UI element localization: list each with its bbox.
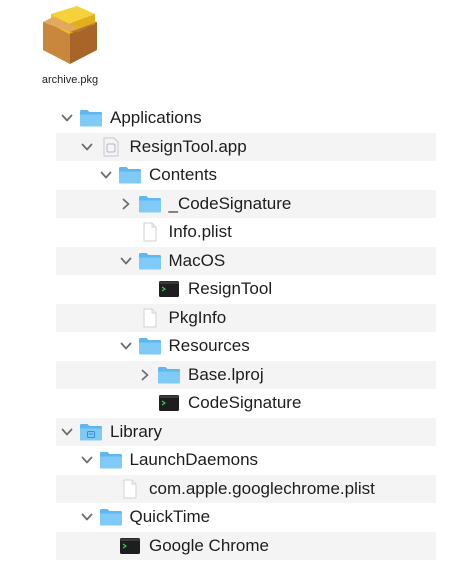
tree-item-label: com.apple.googlechrome.plist <box>149 478 375 498</box>
folder-icon <box>138 251 162 271</box>
tree-row[interactable]: Base.lproj <box>56 360 436 389</box>
tree-row[interactable]: CodeSignature <box>56 389 436 418</box>
tree-row[interactable]: QuickTime <box>56 503 436 532</box>
tree-item-label: CodeSignature <box>188 393 302 412</box>
tree-row[interactable]: ResignTool.app <box>56 132 436 161</box>
chevron-down-icon[interactable] <box>60 111 74 125</box>
tree-row[interactable]: Google Chrome <box>56 531 436 560</box>
folder-icon <box>157 365 181 385</box>
folder-icon <box>138 194 162 214</box>
chevron-down-icon[interactable] <box>99 168 113 182</box>
chevron-down-icon[interactable] <box>119 254 133 268</box>
tree-item-label: Applications <box>110 108 202 127</box>
folder-icon <box>118 165 142 185</box>
chevron-right-icon[interactable] <box>119 197 133 211</box>
tree-item-label: ResignTool.app <box>129 136 247 156</box>
tree-row[interactable]: com.apple.googlechrome.plist <box>56 474 436 503</box>
tree-item-label: MacOS <box>168 250 226 270</box>
chevron-down-icon[interactable] <box>80 453 94 467</box>
chevron-right-icon[interactable] <box>138 368 152 382</box>
tree-item-label: Info.plist <box>168 222 232 241</box>
tree-row[interactable]: Applications <box>56 104 436 133</box>
package-name: archive.pkg <box>41 74 99 86</box>
tree-item-label: Base.lproj <box>188 364 264 384</box>
tree-row[interactable]: Contents <box>56 161 436 190</box>
tree-item-label: ResignTool <box>188 279 273 298</box>
document-icon <box>138 222 162 242</box>
chevron-down-icon[interactable] <box>80 510 94 524</box>
tree-row[interactable]: Resources <box>56 332 436 361</box>
tree-item-label: Contents <box>149 165 218 184</box>
package-file[interactable]: archive.pkg <box>28 6 112 86</box>
tree-row[interactable]: Library <box>56 417 436 446</box>
tree-item-label: _CodeSignature <box>168 193 292 213</box>
document-icon <box>118 479 142 499</box>
chevron-down-icon[interactable] <box>119 339 133 353</box>
folder-icon <box>99 450 123 470</box>
tree-item-label: QuickTime <box>129 507 211 526</box>
chevron-down-icon[interactable] <box>60 425 74 439</box>
terminal-exec-icon <box>157 393 181 413</box>
tree-row[interactable]: _CodeSignature <box>56 189 436 218</box>
app-bundle-icon <box>99 137 123 157</box>
chevron-down-icon[interactable] <box>80 140 94 154</box>
tree-row[interactable]: MacOS <box>56 246 436 275</box>
document-icon <box>138 308 162 328</box>
library-folder-icon <box>79 422 103 442</box>
tree-item-label: Google Chrome <box>149 535 270 555</box>
folder-icon <box>79 108 103 128</box>
tree-row[interactable]: Info.plist <box>56 218 436 247</box>
package-box-icon <box>43 6 97 64</box>
tree-row[interactable]: PkgInfo <box>56 303 436 332</box>
tree-row[interactable]: ResignTool <box>56 275 436 304</box>
tree-item-label: Library <box>110 421 162 441</box>
tree-item-label: PkgInfo <box>168 307 227 327</box>
terminal-exec-icon <box>157 279 181 299</box>
tree-row[interactable]: LaunchDaemons <box>56 446 436 475</box>
tree-item-label: Resources <box>168 336 250 355</box>
folder-icon <box>138 336 162 356</box>
tree-item-label: LaunchDaemons <box>129 450 259 469</box>
terminal-exec-icon <box>118 536 142 556</box>
folder-icon <box>99 507 123 527</box>
